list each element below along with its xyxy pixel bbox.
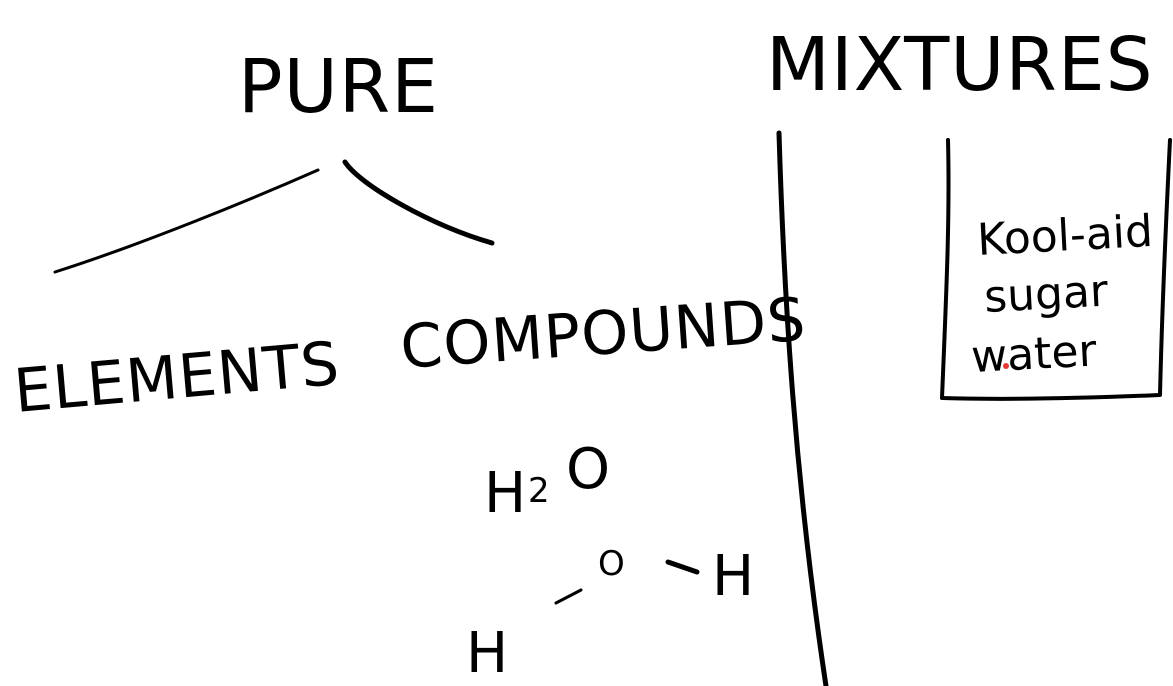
- structure-left-h: H: [466, 621, 508, 686]
- structure-o: O: [598, 544, 625, 584]
- water-structure: H O H: [466, 544, 754, 686]
- vertical-divider: [776, 130, 829, 686]
- formula-h: H: [484, 461, 526, 526]
- structure-right-h: H: [712, 544, 754, 609]
- branch-line-to-compounds: [342, 159, 495, 246]
- pen-cursor-dot: [1003, 363, 1009, 369]
- elements-label: ELEMENTS: [11, 329, 342, 427]
- branch-line-to-elements: [53, 168, 320, 274]
- mixture-example-box: [940, 138, 1172, 401]
- mixture-line-3: water: [970, 325, 1099, 383]
- mixture-line-2: sugar: [983, 266, 1110, 323]
- mixture-line-1: Kool-aid: [976, 206, 1154, 266]
- mixtures-heading: MIXTURES: [766, 22, 1154, 108]
- compounds-label: COMPOUNDS: [398, 285, 808, 383]
- pure-heading: PURE: [238, 44, 439, 130]
- bond-right: [665, 559, 700, 575]
- formula-o: O: [566, 437, 610, 502]
- bond-left: [554, 588, 583, 605]
- water-formula: H 2 O: [484, 437, 610, 526]
- formula-subscript: 2: [528, 471, 550, 511]
